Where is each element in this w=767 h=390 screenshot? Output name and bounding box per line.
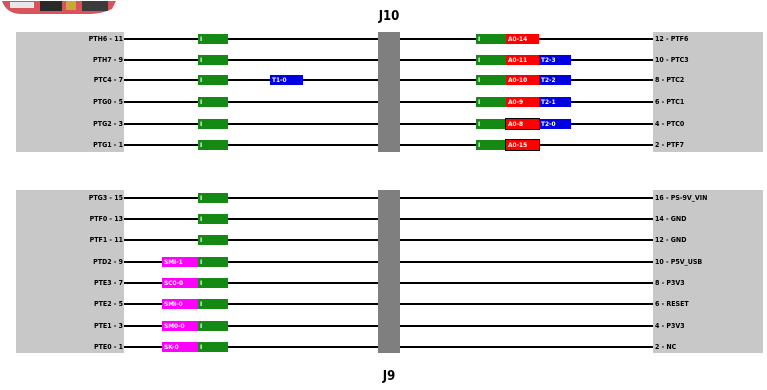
function-tag-gpio: I [198,214,228,224]
function-tag-gpio: I [476,55,507,65]
pin-label-left: PTG0 - 5 [93,98,123,106]
j9-center-block [378,190,400,353]
function-tag-gpio: I [476,97,507,107]
wire-left [124,123,378,125]
wire-right [400,346,653,348]
pin-label-right: 12 - PTF6 [655,35,689,43]
wire-left [124,325,378,327]
wire-left [124,346,378,348]
pin-label-right: 4 - PTC0 [655,120,685,128]
pin-label-left: PTG1 - 1 [93,141,123,149]
function-tag-gpio: I [476,140,507,150]
wire-right [400,218,653,220]
header-j10: J10 [378,9,400,24]
pin-label-right: 10 - P5V_USB [655,258,703,266]
pin-label-left: PTD2 - 9 [93,258,123,266]
function-tag-timer: T2-1 [539,97,571,107]
function-tag-gpio: I [476,119,507,129]
function-tag-timer: T1-0 [270,75,303,85]
wire-left [124,101,378,103]
wire-right [400,197,653,199]
function-tag-gpio: I [198,321,228,331]
header-j9: J9 [382,369,396,384]
function-tag-gpio: I [198,299,228,309]
pin-label-left: PTG3 - 15 [88,194,123,202]
function-tag-gpio: I [198,278,228,288]
pin-label-right: 14 - GND [655,215,687,223]
pin-label-right: 6 - RESET [655,300,689,308]
pin-label-right: 12 - GND [655,236,687,244]
function-tag-gpio: I [198,193,228,203]
pin-label-right: 10 - PTC3 [655,56,689,64]
function-tag-analog: A0-11 [506,55,539,65]
pin-label-left: PTC4 - 7 [93,76,123,84]
function-tag-gpio: I [198,75,228,85]
wire-left [124,303,378,305]
pin-label-left: PTH7 - 9 [93,56,123,64]
function-tag-gpio: I [198,257,228,267]
function-tag-gpio: I [476,75,507,85]
wire-left [124,79,378,81]
pin-label-left: PTH6 - 11 [88,35,123,43]
pin-label-right: 4 - P3V3 [655,322,685,330]
function-tag-analog: A0-10 [506,75,539,85]
function-tag-serial: SMI-0 [162,299,199,309]
pin-label-right: 16 - PS-9V_VIN [655,194,708,202]
function-tag-analog: A0-15 [505,139,540,151]
function-tag-gpio: I [198,55,228,65]
pin-label-left: PTE1 - 3 [94,322,123,330]
function-tag-serial: SMI-1 [162,257,199,267]
board-photo-icon [0,1,118,14]
function-tag-timer: T2-3 [539,55,571,65]
j9-right-block [653,190,763,353]
wire-left [124,59,378,61]
j10-left-block [16,32,124,152]
pin-label-left: PTE2 - 5 [94,300,123,308]
pin-label-right: 8 - P3V3 [655,279,685,287]
function-tag-gpio: I [198,119,228,129]
wire-left [124,38,378,40]
wire-left [124,144,378,146]
function-tag-gpio: I [198,34,228,44]
wire-left [124,239,378,241]
wire-left [124,197,378,199]
pin-label-left: PTF1 - 11 [89,236,123,244]
function-tag-serial: SC0-0 [162,278,199,288]
pin-label-left: PTE0 - 1 [94,343,123,351]
function-tag-gpio: I [198,235,228,245]
pin-label-left: PTF0 - 13 [89,215,123,223]
pin-label-right: 8 - PTC2 [655,76,685,84]
function-tag-gpio: I [476,34,507,44]
function-tag-serial: SM0-0 [162,321,199,331]
function-tag-analog: A0-14 [506,34,539,44]
function-tag-analog: A0-8 [505,118,540,130]
function-tag-gpio: I [198,97,228,107]
function-tag-timer: T2-0 [539,119,571,129]
pin-label-right: 2 - NC [655,343,677,351]
j9-left-block [16,190,124,353]
pin-label-right: 6 - PTC1 [655,98,685,106]
wire-right [400,325,653,327]
wire-right [400,239,653,241]
wire-left [124,261,378,263]
j10-right-block [653,32,763,152]
function-tag-analog: A0-9 [506,97,539,107]
wire-left [124,218,378,220]
wire-right [400,303,653,305]
wire-left [124,282,378,284]
pin-label-left: PTE3 - 7 [94,279,123,287]
function-tag-gpio: I [198,342,228,352]
function-tag-timer: T2-2 [539,75,571,85]
pin-label-left: PTG2 - 3 [93,120,123,128]
wire-right [400,282,653,284]
board-photo [0,0,118,14]
wire-right [400,261,653,263]
function-tag-serial: SK-0 [162,342,199,352]
j10-center-block [378,32,400,152]
function-tag-gpio: I [198,140,228,150]
pin-label-right: 2 - PTF7 [655,141,684,149]
